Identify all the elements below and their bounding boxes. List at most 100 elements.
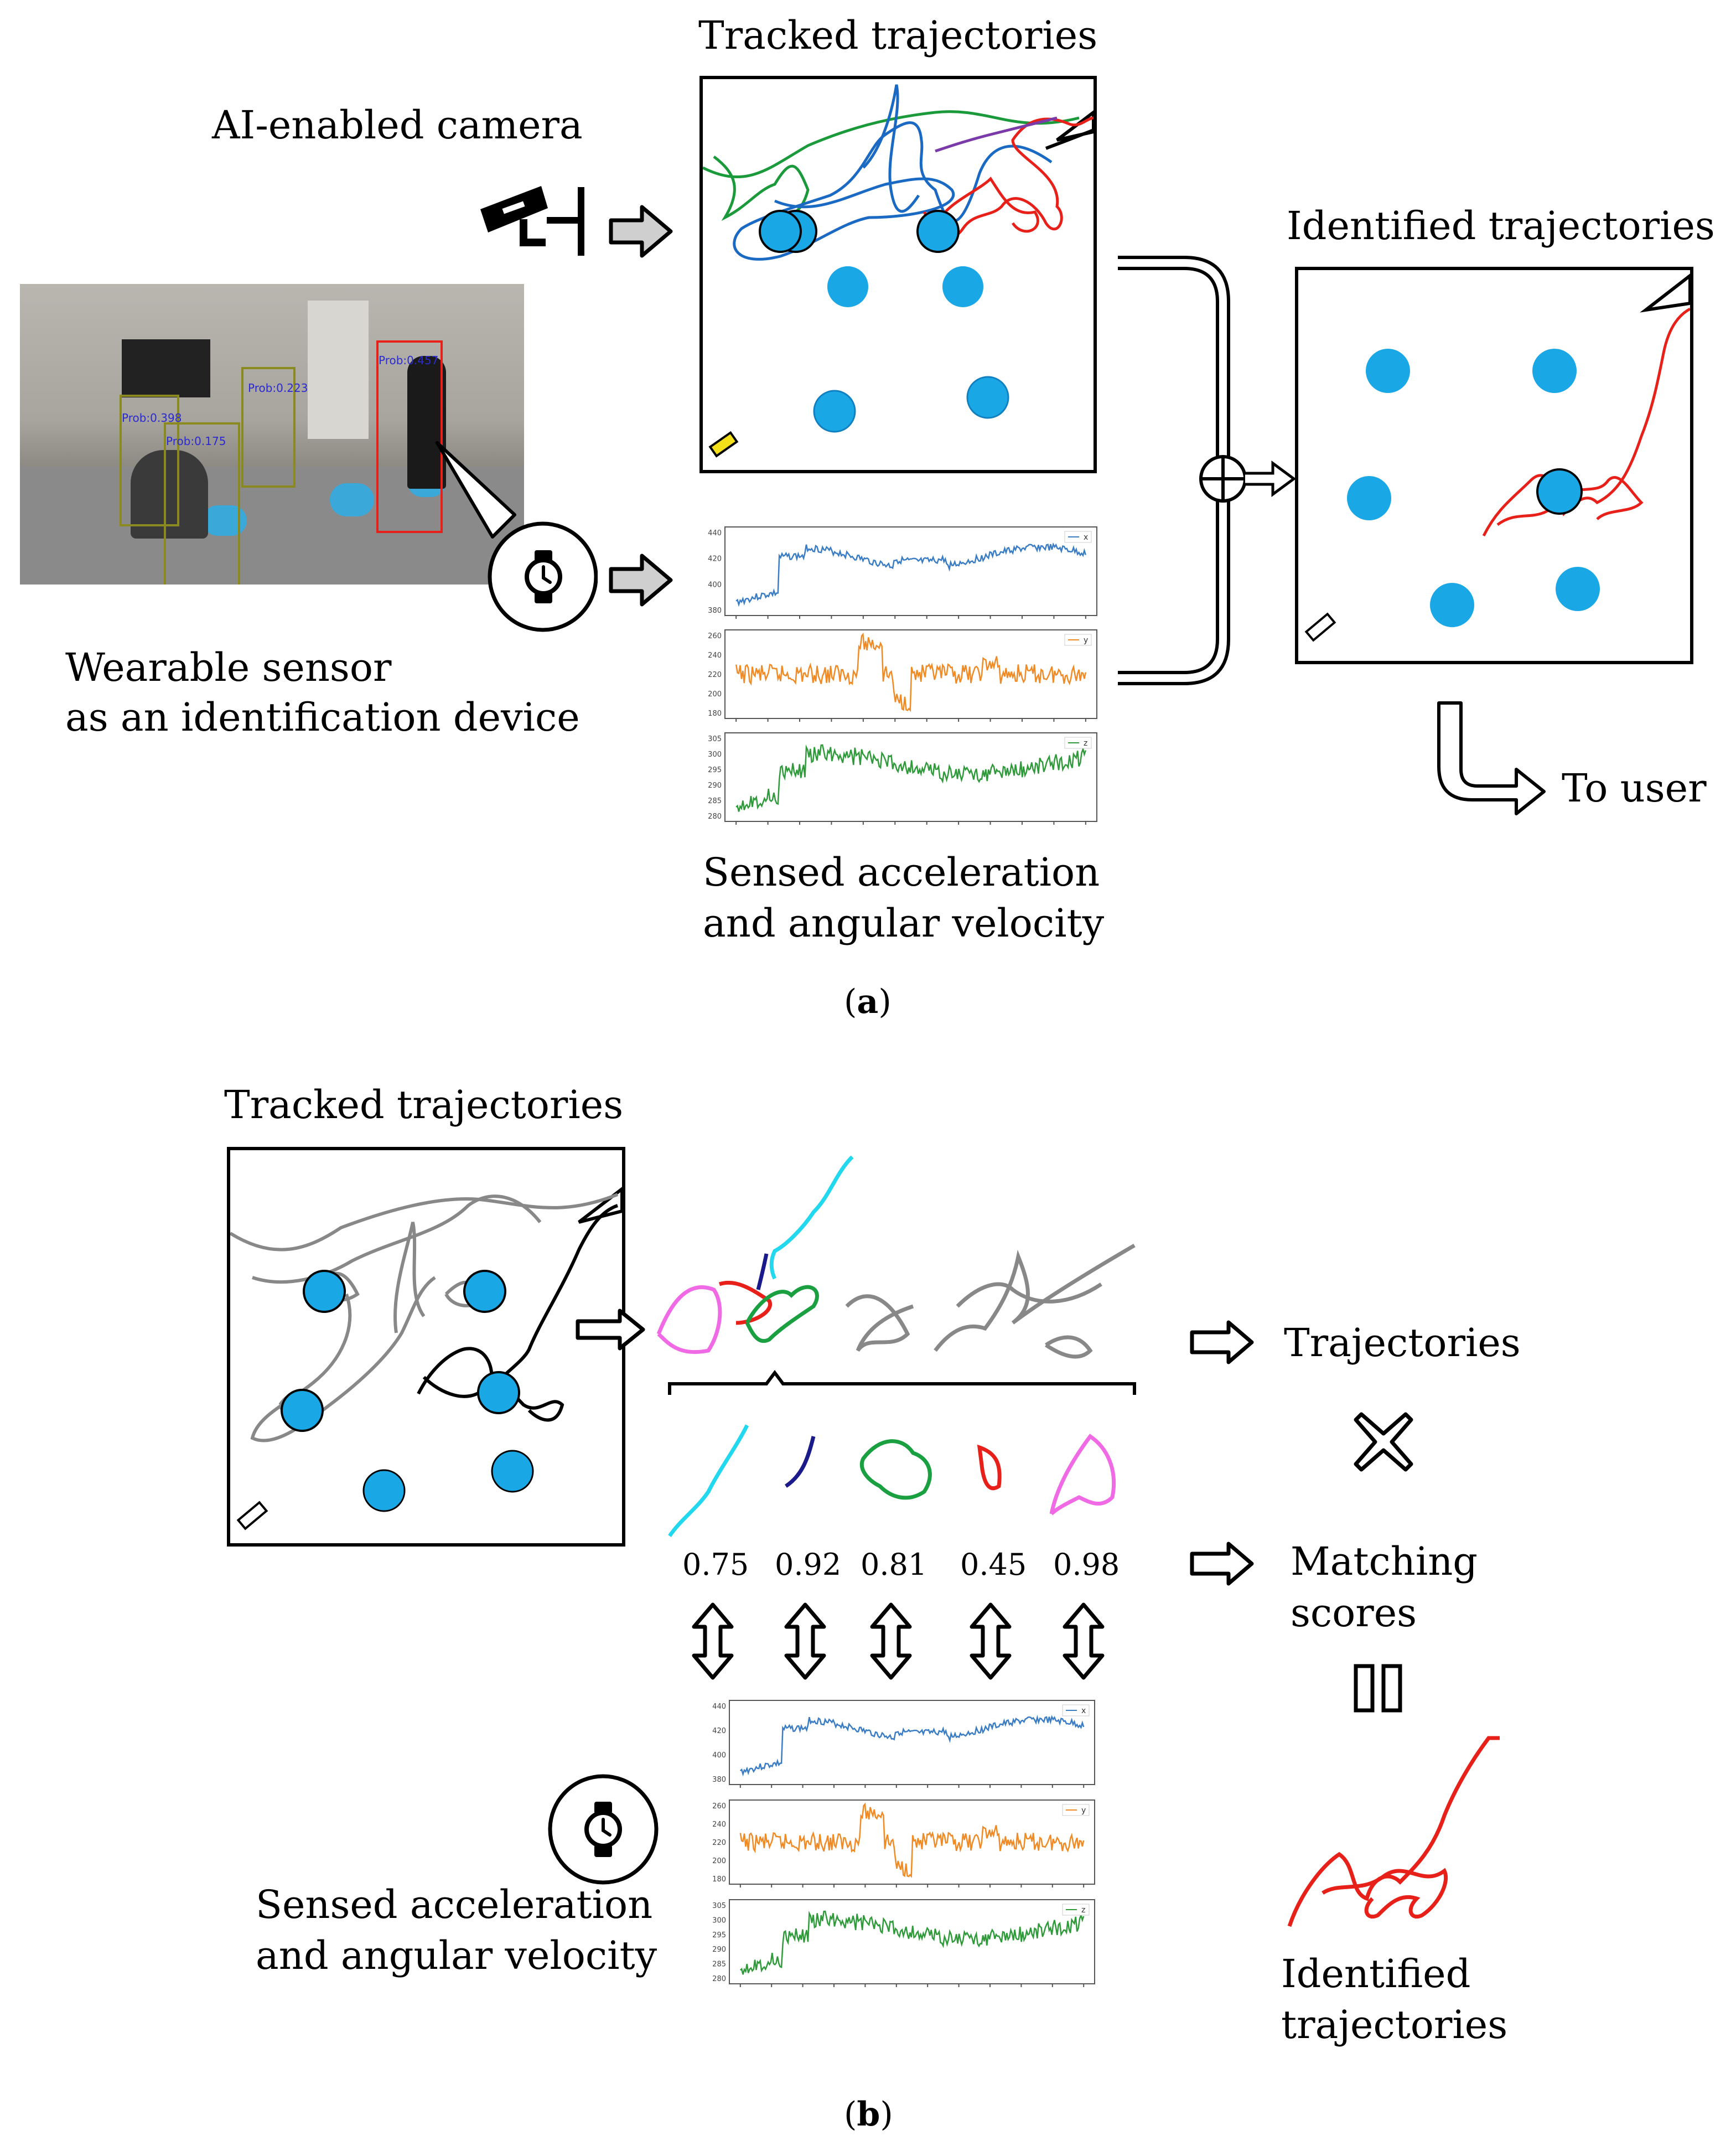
sensed-b-line2: and angular velocity — [256, 1933, 657, 1978]
plot-ytick: 180 — [712, 1875, 726, 1884]
plot-ytick: 240 — [708, 651, 722, 660]
photo-tv — [122, 339, 210, 397]
trajectories-label: Trajectories — [1284, 1320, 1521, 1366]
score-value: 0.45 — [960, 1547, 1027, 1582]
plot-ytick: 260 — [708, 632, 722, 640]
tracked-title-a: Tracked trajectories — [698, 13, 1098, 58]
plot-ytick: 440 — [712, 1703, 726, 1711]
plot-ytick: 220 — [712, 1839, 726, 1847]
tracked-map-a-drawing — [702, 84, 1095, 458]
double-arrow-icon — [1063, 1602, 1105, 1680]
plot-ytick: 280 — [712, 1975, 726, 1983]
plot-frame — [729, 1700, 1095, 1785]
plot-ytick: 180 — [708, 710, 722, 718]
identified-title-a: Identified trajectories — [1287, 203, 1715, 249]
plot-ytick: 290 — [712, 1946, 726, 1954]
arrow-to-matching — [1190, 1542, 1254, 1586]
plot-frame — [724, 526, 1097, 616]
plot-ytick: 380 — [708, 607, 722, 615]
photo-prob-label: Prob:0.457 — [379, 354, 439, 367]
plot-legend-label: x — [1081, 1706, 1086, 1715]
plot-legend-label: z — [1084, 739, 1087, 748]
arrow-watch-to-plots — [609, 554, 673, 607]
plot-frame — [724, 732, 1097, 822]
plot-ytick: 285 — [708, 797, 722, 805]
plot-ytick: 260 — [712, 1802, 726, 1811]
tracked-map-b-drawing — [229, 1185, 624, 1530]
plot-ytick: 400 — [708, 581, 722, 589]
caption-b: (b) — [844, 2095, 893, 2134]
wearable-label-line2: as an identification device — [65, 695, 580, 740]
to-user-arrow — [1437, 701, 1546, 815]
plot-ytick: 200 — [708, 690, 722, 699]
plot-trace — [735, 632, 1087, 712]
multiply-icon — [1354, 1412, 1413, 1472]
photo-prob-label: Prob:0.398 — [122, 411, 182, 425]
watch-icon — [548, 1774, 659, 1885]
photo-bbox-olive — [241, 367, 296, 488]
merge-bracket — [1118, 256, 1297, 685]
photo-chair — [330, 483, 374, 516]
wearable-label-line1: Wearable sensor — [65, 645, 392, 690]
photo-prob-label: Prob:0.175 — [166, 435, 226, 448]
double-arrow-icon — [970, 1602, 1012, 1680]
photo-door — [308, 301, 369, 439]
arrow-map-to-segments — [576, 1309, 645, 1351]
double-arrow-icon — [870, 1602, 912, 1680]
identified-trajectory-b — [1287, 1736, 1500, 1927]
plot-trace — [735, 542, 1086, 607]
identified-label-line1: Identified — [1281, 1951, 1471, 1997]
plot-ytick: 305 — [708, 735, 722, 743]
double-arrow-icon — [692, 1602, 734, 1680]
photo-person — [407, 356, 446, 489]
sensed-a-line2: and angular velocity — [703, 901, 1105, 946]
score-value: 0.92 — [775, 1547, 842, 1582]
segment-thumbnails — [668, 1424, 1116, 1537]
matching-label-line2: scores — [1291, 1590, 1417, 1636]
double-arrow-shape — [970, 1602, 1012, 1680]
equals-icon — [1354, 1664, 1402, 1713]
plot-ytick: 295 — [712, 1931, 726, 1940]
plot-ytick: 290 — [708, 782, 722, 790]
camera-icon — [480, 186, 584, 256]
plot-ytick: 400 — [712, 1751, 726, 1760]
to-user-label: To user — [1562, 766, 1707, 811]
watch-callout — [436, 441, 598, 632]
plot-trace — [735, 744, 1086, 812]
plot-ytick: 220 — [708, 671, 722, 679]
plot-ytick: 420 — [712, 1727, 726, 1735]
caption-a: (a) — [844, 982, 892, 1021]
arrow-to-trajectories — [1190, 1320, 1254, 1364]
double-arrow-shape — [870, 1602, 912, 1680]
sensed-a-line1: Sensed acceleration — [703, 850, 1100, 895]
sensor-plot-x: 440 420 400 380 x — [712, 1700, 1095, 1788]
identified-map-a — [1295, 267, 1693, 664]
plot-legend-label: x — [1084, 533, 1088, 542]
sensor-plot-x: 440 420 400 380 x — [708, 526, 1097, 619]
plot-ytick: 280 — [708, 813, 722, 821]
plot-ytick: 305 — [712, 1902, 726, 1910]
plot-legend-label: z — [1081, 1906, 1085, 1915]
plot-trace — [739, 1715, 1085, 1777]
plot-ytick: 300 — [708, 751, 722, 759]
plot-ytick: 200 — [712, 1857, 726, 1865]
double-arrow-shape — [692, 1602, 734, 1680]
plot-ytick: 380 — [712, 1776, 726, 1784]
plot-frame — [729, 1899, 1095, 1984]
camera-photo: Prob:0.457 Prob:0.223 Prob:0.398 Prob:0.… — [20, 284, 524, 585]
score-value: 0.98 — [1053, 1547, 1120, 1582]
score-value: 0.81 — [861, 1547, 927, 1582]
sensor-plot-z: 305 300 295 290 285 280 z — [712, 1899, 1095, 1987]
photo-prob-label: Prob:0.223 — [248, 381, 308, 395]
camera-label: AI-enabled camera — [212, 102, 583, 148]
plot-ytick: 440 — [708, 529, 722, 537]
photo-person — [131, 450, 208, 539]
plot-ytick: 300 — [712, 1916, 726, 1925]
plot-trace — [739, 1910, 1085, 1975]
plot-ytick: 285 — [712, 1961, 726, 1969]
plot-trace — [739, 1802, 1085, 1878]
plot-ytick: 420 — [708, 555, 722, 563]
photo-bbox-olive — [120, 395, 179, 526]
